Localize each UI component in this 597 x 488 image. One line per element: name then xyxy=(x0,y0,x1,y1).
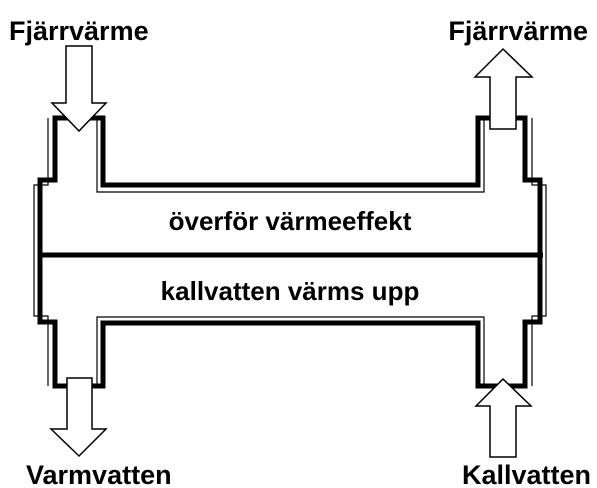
arrow-out-bottom-left xyxy=(49,377,108,458)
label-bottom-left: Varmvatten xyxy=(26,460,172,488)
top-channel-outline xyxy=(96,118,485,193)
label-top-right: Fjärrvärme xyxy=(448,16,588,46)
label-top-left: Fjärrvärme xyxy=(9,16,149,46)
label-upper-chamber: överför värmeeffekt xyxy=(169,206,412,236)
arrow-out-top-right xyxy=(473,47,534,130)
exchanger-outer-outline xyxy=(37,115,543,389)
arrow-in-bottom-right xyxy=(474,377,533,458)
label-bottom-right: Kallvatten xyxy=(462,460,591,488)
exchanger-inner-outline-right xyxy=(531,118,547,386)
exchanger-inner-outline xyxy=(33,118,49,386)
bottom-channel-outline xyxy=(96,316,485,386)
arrow-in-top-left xyxy=(50,45,108,133)
label-lower-chamber: kallvatten värms upp xyxy=(161,276,420,306)
